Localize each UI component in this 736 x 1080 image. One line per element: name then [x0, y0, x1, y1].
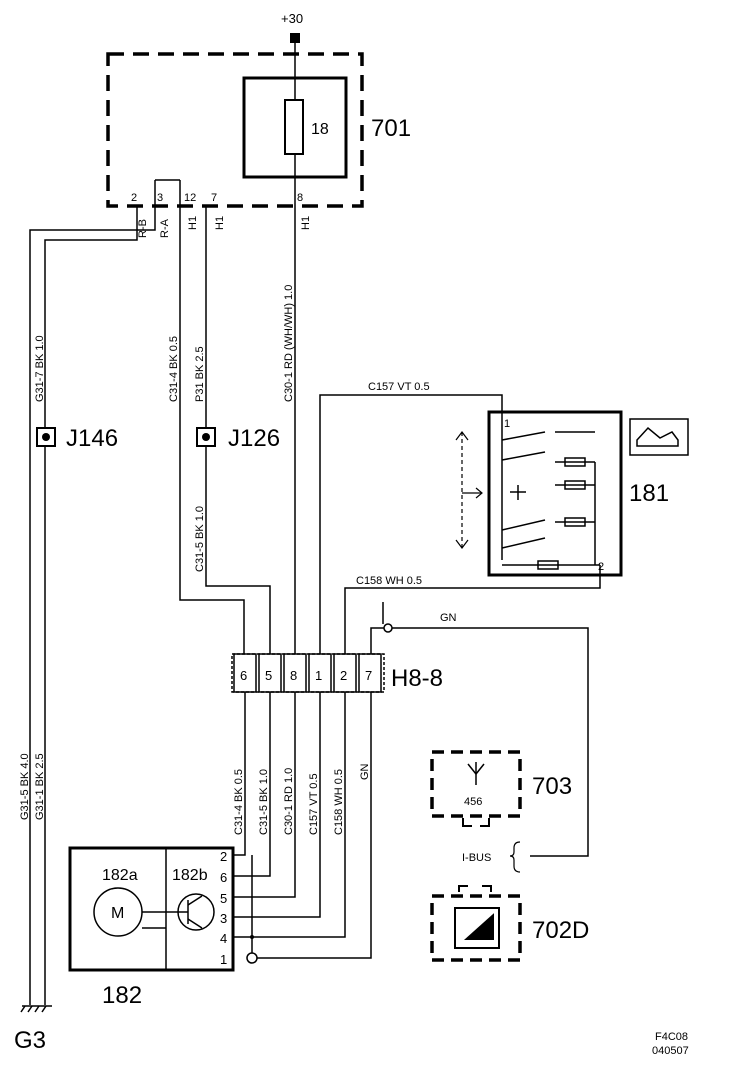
antenna-icon [467, 762, 485, 785]
label-c31-5-bot: C31-5 BK 1.0 [258, 769, 270, 835]
switch-pin-1: 1 [504, 418, 510, 430]
motor-182-box [68, 846, 235, 972]
motor-junction-dot [250, 935, 254, 939]
wire-gn-top [370, 627, 589, 857]
motor-pin-6: 6 [220, 870, 227, 885]
motor-pin-5: 5 [220, 891, 227, 906]
label-gn-top: GN [440, 612, 457, 624]
pin-label-r-b: R-B [137, 219, 149, 238]
splice-j126-label: J126 [228, 425, 280, 452]
switch-181-id: 181 [629, 480, 669, 507]
module-702d-id: 702D [532, 917, 589, 944]
pin-label-h1-b: H1 [214, 216, 226, 230]
bottom-wires [233, 692, 372, 959]
fusebox-pin-3: 3 [157, 192, 163, 204]
ibus-brace [509, 841, 521, 873]
motor-ground-junction [246, 952, 258, 964]
fuse-18 [284, 99, 304, 155]
module-703-box [430, 750, 522, 818]
splice-j146-dot [42, 433, 50, 441]
switch-181-box [487, 410, 623, 577]
label-g31-7: G31-7 BK 1.0 [34, 335, 46, 402]
fusebox-pin-2: 2 [131, 192, 137, 204]
h8-pin-1: 1 [315, 668, 322, 683]
label-g31-5: G31-5 BK 4.0 [19, 753, 31, 820]
pin-label-h1-a: H1 [187, 216, 199, 230]
wire-p31 [205, 206, 271, 654]
fusebox-pin-12: 12 [184, 192, 196, 204]
fusebox-id: 701 [371, 115, 411, 142]
wire-g31-5 [29, 180, 156, 1005]
splice-j126-dot [202, 433, 210, 441]
wire-c158-top [344, 565, 601, 654]
display-icon [454, 907, 500, 949]
h8-pin-5: 5 [265, 668, 272, 683]
module-703-pins [462, 818, 490, 827]
label-c31-5-top: C31-5 BK 1.0 [194, 506, 206, 572]
footer-date: 040507 [652, 1045, 689, 1057]
fusebox-pin-7: 7 [211, 192, 217, 204]
fusebox-pin-8: 8 [297, 192, 303, 204]
module-702d-box [430, 894, 522, 962]
wire-c31-4 [179, 180, 245, 654]
wire-g31-7 [44, 206, 138, 1005]
label-c30-1-bot: C30-1 RD 1.0 [283, 768, 295, 835]
label-g31-1: G31-1 BK 2.5 [34, 753, 46, 820]
label-c31-4-top: C31-4 BK 0.5 [168, 336, 180, 402]
ground-g3-label: G3 [14, 1027, 46, 1054]
h8-pin-6: 6 [240, 668, 247, 683]
footer-code: F4C08 [655, 1031, 688, 1043]
label-c157-top: C157 VT 0.5 [368, 381, 430, 393]
switch-pin-2: 2 [598, 561, 604, 573]
switch-direction-arrows [455, 431, 483, 549]
splice-j146-label: J146 [66, 425, 118, 452]
supply-terminal [290, 33, 300, 43]
motor-pin-1: 1 [220, 952, 227, 967]
label-c31-4-bot: C31-4 BK 0.5 [233, 769, 245, 835]
module-703-id: 703 [532, 773, 572, 800]
fuse-number: 18 [311, 121, 329, 138]
label-p31: P31 BK 2.5 [194, 346, 206, 402]
gn-connection [383, 623, 393, 633]
module-703-value: 456 [464, 796, 482, 808]
seat-adjust-icon [629, 418, 689, 456]
label-c158-top: C158 WH 0.5 [356, 575, 422, 587]
pin-label-r-a: R-A [159, 218, 171, 238]
h8-pin-8: 8 [290, 668, 297, 683]
transistor-icon [142, 893, 215, 931]
pin-label-h1-c: H1 [300, 216, 312, 230]
motor-182b-label: 182b [172, 867, 208, 884]
label-c30-1-top: C30-1 RD (WH/WH) 1.0 [283, 285, 295, 402]
module-702d-pins [458, 885, 492, 892]
switch-contacts [501, 430, 600, 570]
supply-label: +30 [281, 11, 303, 26]
h8-pin-2: 2 [340, 668, 347, 683]
motor-182-id: 182 [102, 982, 142, 1009]
motor-symbol-m: M [111, 905, 124, 922]
ibus-label: I-BUS [462, 852, 491, 864]
motor-pin-4: 4 [220, 931, 227, 946]
label-gn-bot: GN [359, 763, 371, 780]
connector-h8-8 [231, 653, 385, 693]
ground-symbol [20, 1005, 52, 1013]
motor-182a-label: 182a [102, 867, 138, 884]
h8-8-label: H8-8 [391, 665, 443, 692]
fusebox-dashed-outline [106, 52, 364, 208]
label-c157-bot: C157 VT 0.5 [308, 773, 320, 835]
label-c158-bot: C158 WH 0.5 [333, 769, 345, 835]
motor-pin-3: 3 [220, 911, 227, 926]
motor-pin-2: 2 [220, 849, 227, 864]
h8-pin-7: 7 [365, 668, 372, 683]
wire-c157-top [319, 394, 503, 654]
